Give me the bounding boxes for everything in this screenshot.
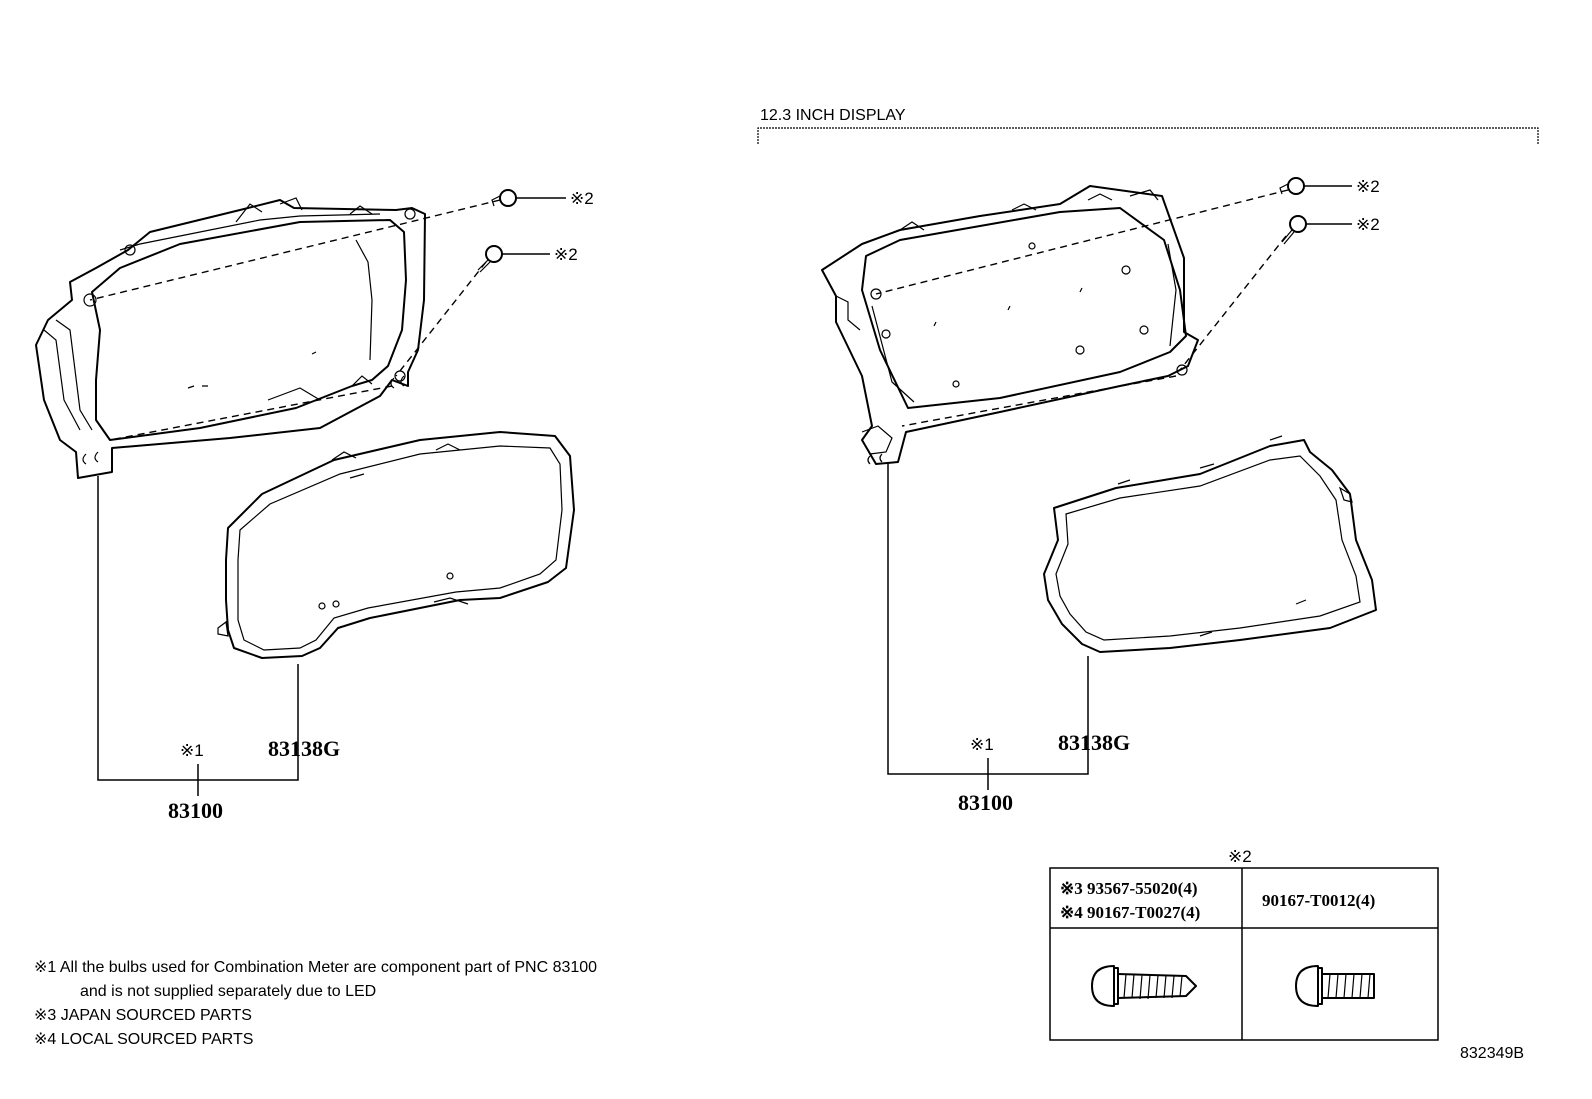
screw-table-col2: 90167-T0012(4): [1262, 891, 1375, 910]
left-lens: [217, 431, 575, 659]
note-1: ※1 All the bulbs used for Combination Me…: [34, 959, 597, 976]
left-screw-a-path: [89, 199, 501, 301]
section-title: 12.3 INCH DISPLAY: [760, 107, 906, 124]
note-4: ※4 LOCAL SOURCED PARTS: [34, 1031, 253, 1048]
left-screw-ref-b: ※2: [554, 245, 578, 264]
left-screw-b-path: [395, 261, 487, 377]
left-meter-housing: [35, 197, 426, 479]
screw-table: ※2 ※3 93567-55020(4) ※4 90167-T0027(4) 9…: [1049, 847, 1439, 1041]
diagram-id: 832349B: [1460, 1045, 1524, 1062]
right-screw-b-path: [1179, 235, 1287, 371]
right-screw-ref-a: ※2: [1356, 177, 1380, 196]
screw-table-heading: ※2: [1228, 847, 1252, 866]
right-screw-b: [1281, 215, 1307, 245]
right-lens-part-number: 83138G: [1058, 730, 1130, 755]
left-screw-b: [477, 245, 503, 273]
screw-table-col1-line1: ※3 93567-55020(4): [1060, 879, 1197, 898]
right-note-ref: ※1: [970, 735, 994, 754]
note-3: ※3 JAPAN SOURCED PARTS: [34, 1007, 252, 1024]
left-screw-ref-a: ※2: [570, 189, 594, 208]
right-assembly-part-number: 83100: [958, 790, 1013, 815]
left-assembly-part-number: 83100: [168, 798, 223, 823]
left-screw-a: [491, 189, 517, 207]
screw-table-col1-line2: ※4 90167-T0027(4): [1060, 903, 1200, 922]
note-1-continued: and is not supplied separately due to LE…: [80, 983, 376, 1000]
right-screw-ref-b: ※2: [1356, 215, 1380, 234]
left-note-ref: ※1: [180, 741, 204, 760]
right-lens: [1043, 435, 1377, 653]
section-bracket: [757, 127, 1539, 144]
right-meter-housing: [821, 185, 1199, 465]
right-screw-a-path: [875, 189, 1289, 295]
left-lens-part-number: 83138G: [268, 736, 340, 761]
left-bracket: [97, 476, 299, 781]
tapping-screw-icon: [1091, 965, 1197, 1007]
bolt-screw-icon: [1295, 965, 1375, 1007]
right-lens-path: [901, 375, 1177, 427]
